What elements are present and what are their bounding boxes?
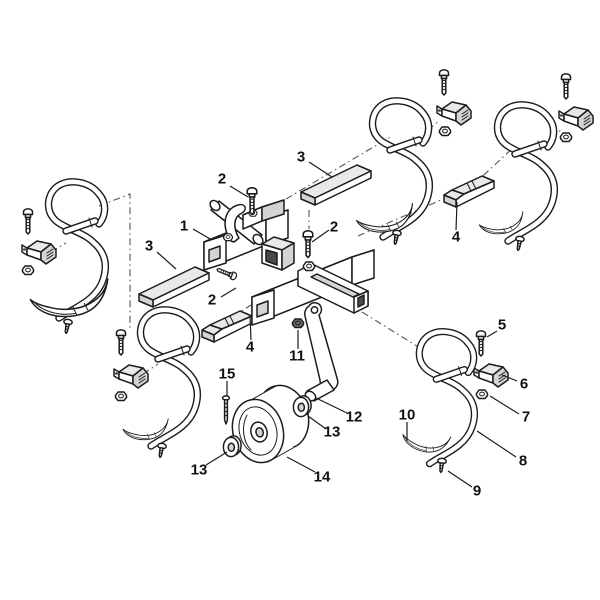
shovel-screw-2 xyxy=(155,441,168,459)
clamp-group-3 xyxy=(436,69,472,137)
shovel-screw-4 xyxy=(513,234,526,252)
part-label-14: 14 xyxy=(313,468,331,486)
part-label-7: 7 xyxy=(521,408,531,426)
part-label-2b: 2 xyxy=(329,218,339,236)
part-label-2c: 2 xyxy=(207,291,217,309)
toolbar-frame xyxy=(203,199,375,326)
part-label-8: 8 xyxy=(518,452,528,470)
s-tine-1 xyxy=(49,182,106,318)
axle-screw xyxy=(221,395,231,425)
s-tine-3 xyxy=(373,101,430,237)
part-label-2a: 2 xyxy=(217,170,227,188)
part-label-12: 12 xyxy=(345,408,363,426)
shovel-screw-1 xyxy=(61,317,74,335)
mounting-bar-3b xyxy=(138,266,210,308)
gauge-wheel xyxy=(231,384,310,464)
lock-nut-11 xyxy=(291,318,305,329)
part-label-5: 5 xyxy=(497,316,507,334)
part-label-13b: 13 xyxy=(190,461,208,479)
frame-bolt-side xyxy=(214,265,239,282)
clamp-group-5 xyxy=(473,330,509,400)
part-label-3a: 3 xyxy=(296,148,306,166)
part-label-6: 6 xyxy=(519,375,529,393)
crank-arm xyxy=(304,302,339,402)
part-label-1: 1 xyxy=(179,217,189,235)
part-label-10: 10 xyxy=(398,406,416,424)
shovel-screw-5 xyxy=(435,457,448,474)
mounting-bar-4b xyxy=(443,175,495,208)
shovel-point-5 xyxy=(400,431,452,455)
leader-lines xyxy=(156,161,520,488)
part-label-11: 11 xyxy=(289,347,305,365)
mounting-bar-4a xyxy=(201,310,253,343)
shovel-screw-3 xyxy=(390,228,403,246)
part-label-4a: 4 xyxy=(245,338,255,356)
clamp-group-4 xyxy=(558,73,594,143)
s-tine-2 xyxy=(141,310,198,446)
frame-nut-middle xyxy=(302,261,316,272)
part-label-3b: 3 xyxy=(144,237,154,255)
part-label-13a: 13 xyxy=(323,423,341,441)
part-label-4b: 4 xyxy=(451,228,461,246)
washer-left xyxy=(222,435,242,458)
s-tine-4 xyxy=(498,105,555,241)
washer-right xyxy=(292,395,312,418)
mounting-bar-3a xyxy=(300,164,372,206)
frame-bolt-middle xyxy=(302,230,314,259)
part-label-15: 15 xyxy=(218,365,236,383)
part-label-9: 9 xyxy=(472,482,482,500)
